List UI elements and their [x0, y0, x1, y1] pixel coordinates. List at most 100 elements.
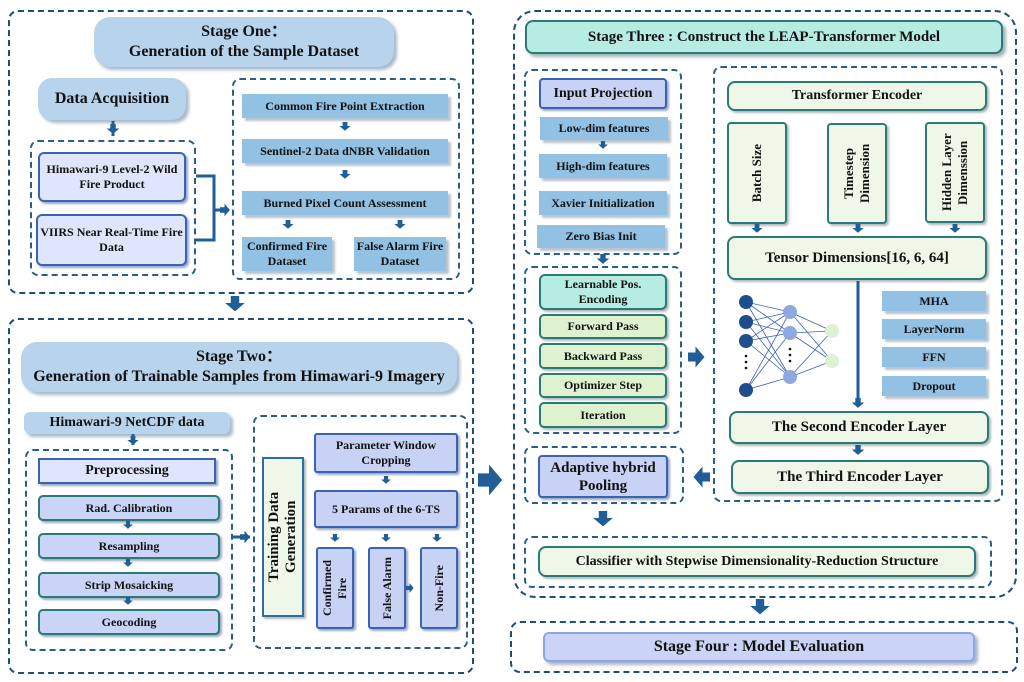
step-burned-pixel: Burned Pixel Count Assessment	[242, 191, 448, 215]
module-dropout-label: Dropout	[912, 378, 956, 393]
step-common-fire-point: Common Fire Point Extraction	[242, 94, 448, 118]
train-iteration-label: Iteration	[580, 407, 626, 422]
preprocessing-header: Preprocessing	[38, 458, 216, 484]
proj-low-dim: Low-dim features	[540, 117, 668, 140]
output-confirmed-fire: Confirmed Fire Dataset	[242, 237, 332, 271]
sources-bracket	[196, 174, 216, 242]
classifier-group	[524, 536, 992, 588]
stage-one-label: Stage One：	[201, 23, 287, 40]
source-himawari-label: Himawari-9 Level-2 Wild Fire Product	[46, 162, 178, 191]
stage-one-subtitle: Generation of the Sample Dataset	[128, 43, 360, 60]
module-dropout: Dropout	[882, 376, 986, 396]
class-non-fire: Non-Fire	[420, 547, 458, 629]
proj-zero-bias: Zero Bias Init	[537, 225, 665, 248]
nn-connection	[789, 330, 833, 378]
arrow-down-icon	[330, 534, 340, 542]
train-optimizer-step: Optimizer Step	[539, 373, 667, 398]
module-ffn-label: FFN	[922, 349, 946, 364]
second-encoder-layer-box: The Second Encoder Layer	[729, 411, 989, 444]
arrow-down-icon	[394, 220, 406, 229]
nn-ellipsis-dot	[744, 354, 748, 358]
module-mha-label: MHA	[919, 293, 949, 308]
nn-hidden-node	[783, 305, 797, 319]
stage-four-title: Stage Four : Model Evaluation	[543, 632, 975, 662]
training-data-generation-box: Training Data Generation	[262, 457, 304, 617]
proj-xavier-init: Xavier Initialization	[539, 191, 667, 215]
class-confirmed-fire: Confirmed Fire	[316, 547, 354, 629]
stage-two-label: Stage Two：	[195, 348, 283, 365]
arrow-right-icon	[478, 464, 503, 496]
stage-three-title: Stage Three : Construct the LEAP-Transfo…	[525, 20, 1003, 54]
arrow-right-icon	[406, 583, 414, 593]
classifier-box: Classifier with Stepwise Dimensionality-…	[538, 546, 976, 577]
train-iteration: Iteration	[539, 402, 667, 428]
train-optimizer-step-label: Optimizer Step	[563, 378, 643, 392]
stage-two-subtitle: Generation of Trainable Samples from Him…	[33, 368, 445, 385]
nn-ellipsis-dot	[788, 353, 792, 357]
extraction-group	[232, 78, 460, 280]
window-cropping-box: Parameter Window Cropping	[314, 433, 458, 473]
nn-connection	[789, 311, 833, 362]
nn-input-node	[739, 315, 753, 329]
nn-hidden-node	[783, 326, 797, 340]
nn-connection	[745, 301, 791, 334]
stage-two-panel	[8, 318, 474, 674]
step-common-fire-point-label: Common Fire Point Extraction	[265, 98, 425, 113]
adaptive-pooling-label: Adaptive hybrid Pooling	[550, 459, 656, 494]
nn-connection	[789, 332, 833, 362]
arrow-down-icon	[598, 141, 608, 149]
stage-one-panel	[8, 10, 474, 294]
transformer-encoder-box: Transformer Encoder	[727, 81, 987, 111]
train-backward-pass-label: Backward Pass	[563, 348, 643, 363]
nn-connection	[745, 311, 791, 342]
proj-xavier-init-label: Xavier Initialization	[551, 195, 655, 210]
output-false-alarm-label: False Alarm Fire Dataset	[356, 239, 444, 268]
nn-ellipsis-dot	[788, 359, 792, 363]
pre-step-geocoding-label: Geocoding	[101, 614, 157, 629]
nn-input-node	[739, 383, 753, 397]
nn-ellipsis-dot	[788, 347, 792, 351]
nn-output-node	[825, 354, 839, 368]
pos-encoding-label: Learnable Pos. Encoding	[564, 277, 642, 306]
proj-low-dim-label: Low-dim features	[558, 121, 650, 135]
transformer-encoder-label: Transformer Encoder	[791, 88, 923, 103]
module-mha: MHA	[882, 291, 986, 311]
module-layernorm-label: LayerNorm	[903, 321, 965, 336]
proj-high-dim: High-dim features	[539, 154, 667, 178]
module-ffn: FFN	[882, 347, 986, 367]
nn-connection	[789, 330, 833, 334]
params-label: 5 Params of the 6-TS	[332, 501, 440, 516]
input-projection-label: Input Projection	[553, 85, 653, 101]
third-encoder-layer-label: The Third Encoder Layer	[777, 468, 943, 485]
nn-connection	[745, 321, 791, 378]
arrow-down-icon	[432, 534, 442, 542]
sources-group	[30, 140, 196, 276]
nn-connection	[745, 321, 791, 334]
source-himawari: Himawari-9 Level-2 Wild Fire Product	[38, 152, 186, 202]
stage-four-title-label: Stage Four : Model Evaluation	[653, 638, 865, 655]
nn-hidden-node	[783, 370, 797, 384]
arrow-down-icon	[381, 534, 391, 542]
nn-connection	[745, 376, 791, 391]
output-false-alarm: False Alarm Fire Dataset	[354, 237, 446, 271]
data-acquisition-label: Data Acquisition	[54, 90, 170, 107]
train-forward-pass-label: Forward Pass	[567, 319, 639, 333]
pre-step-mosaicking-label: Strip Mosaicking	[84, 577, 174, 592]
nn-input-node	[739, 334, 753, 348]
netcdf-data-box: Himawari-9 NetCDF data	[24, 412, 230, 434]
training-gen-group	[253, 415, 468, 649]
nn-connection	[745, 311, 791, 391]
preprocessing-label: Preprocessing	[85, 463, 169, 478]
nn-connection	[745, 301, 791, 378]
nn-ellipsis-dot	[744, 366, 748, 370]
nn-output-node	[825, 324, 839, 338]
stage-one-title: Stage One： Generation of the Sample Data…	[94, 17, 394, 67]
stage-four-panel	[510, 621, 1018, 673]
training-loop-group	[524, 266, 682, 434]
data-acquisition-box: Data Acquisition	[38, 78, 186, 120]
pre-step-resampling: Resampling	[38, 533, 220, 559]
arrow-down-icon	[123, 597, 133, 605]
nn-connection	[745, 301, 791, 313]
source-viirs-label: VIIRS Near Real-Time Fire Data	[40, 225, 183, 254]
pre-step-calibration-label: Rad. Calibration	[85, 500, 173, 515]
